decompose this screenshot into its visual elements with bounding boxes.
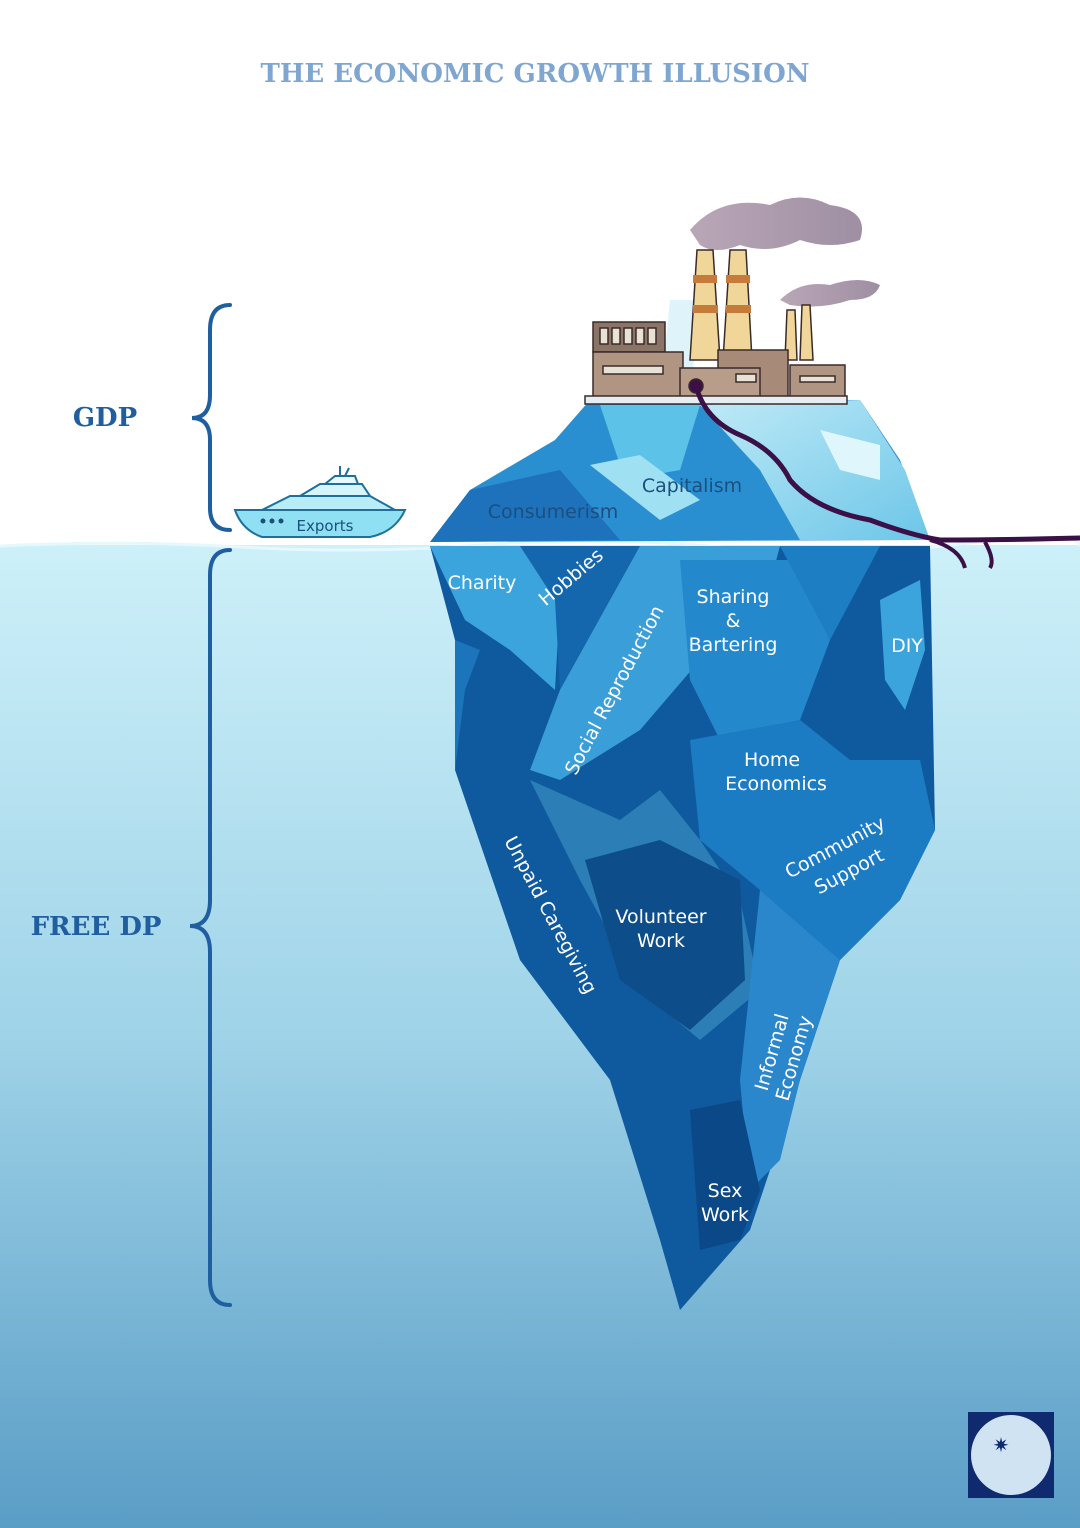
label-sharing-1: Sharing <box>697 586 770 608</box>
free-dp-label: FREE DP <box>31 912 162 942</box>
label-volunteer-1: Volunteer <box>615 906 706 928</box>
label-charity: Charity <box>448 572 517 594</box>
logo: ✷ <box>968 1412 1054 1498</box>
logo-star-icon: ✷ <box>993 1433 1010 1457</box>
label-home-1: Home <box>744 749 800 771</box>
free-dp-bracket <box>189 548 232 1307</box>
exports-label: Exports <box>297 517 354 535</box>
label-consumerism: Consumerism <box>488 501 619 523</box>
pollution-drip-2 <box>983 541 994 570</box>
iceberg-tip <box>430 300 930 542</box>
label-volunteer-2: Work <box>637 930 685 952</box>
label-diy: DIY <box>891 635 923 657</box>
gdp-bracket <box>191 303 232 532</box>
label-sharing-3: Bartering <box>689 634 778 656</box>
label-sharing-2: & <box>726 610 741 632</box>
iceberg-underwater <box>430 546 935 1310</box>
factory <box>584 197 880 405</box>
page-title: THE ECONOMIC GROWTH ILLUSION <box>261 59 810 89</box>
pollution-drip <box>929 538 967 569</box>
label-capitalism: Capitalism <box>642 475 742 497</box>
yacht <box>233 466 407 538</box>
label-sex-1: Sex <box>708 1180 743 1202</box>
label-sex-2: Work <box>701 1204 749 1226</box>
pollution-pipe <box>693 385 1080 543</box>
gdp-label: GDP <box>73 403 137 433</box>
label-home-2: Economics <box>725 773 827 795</box>
